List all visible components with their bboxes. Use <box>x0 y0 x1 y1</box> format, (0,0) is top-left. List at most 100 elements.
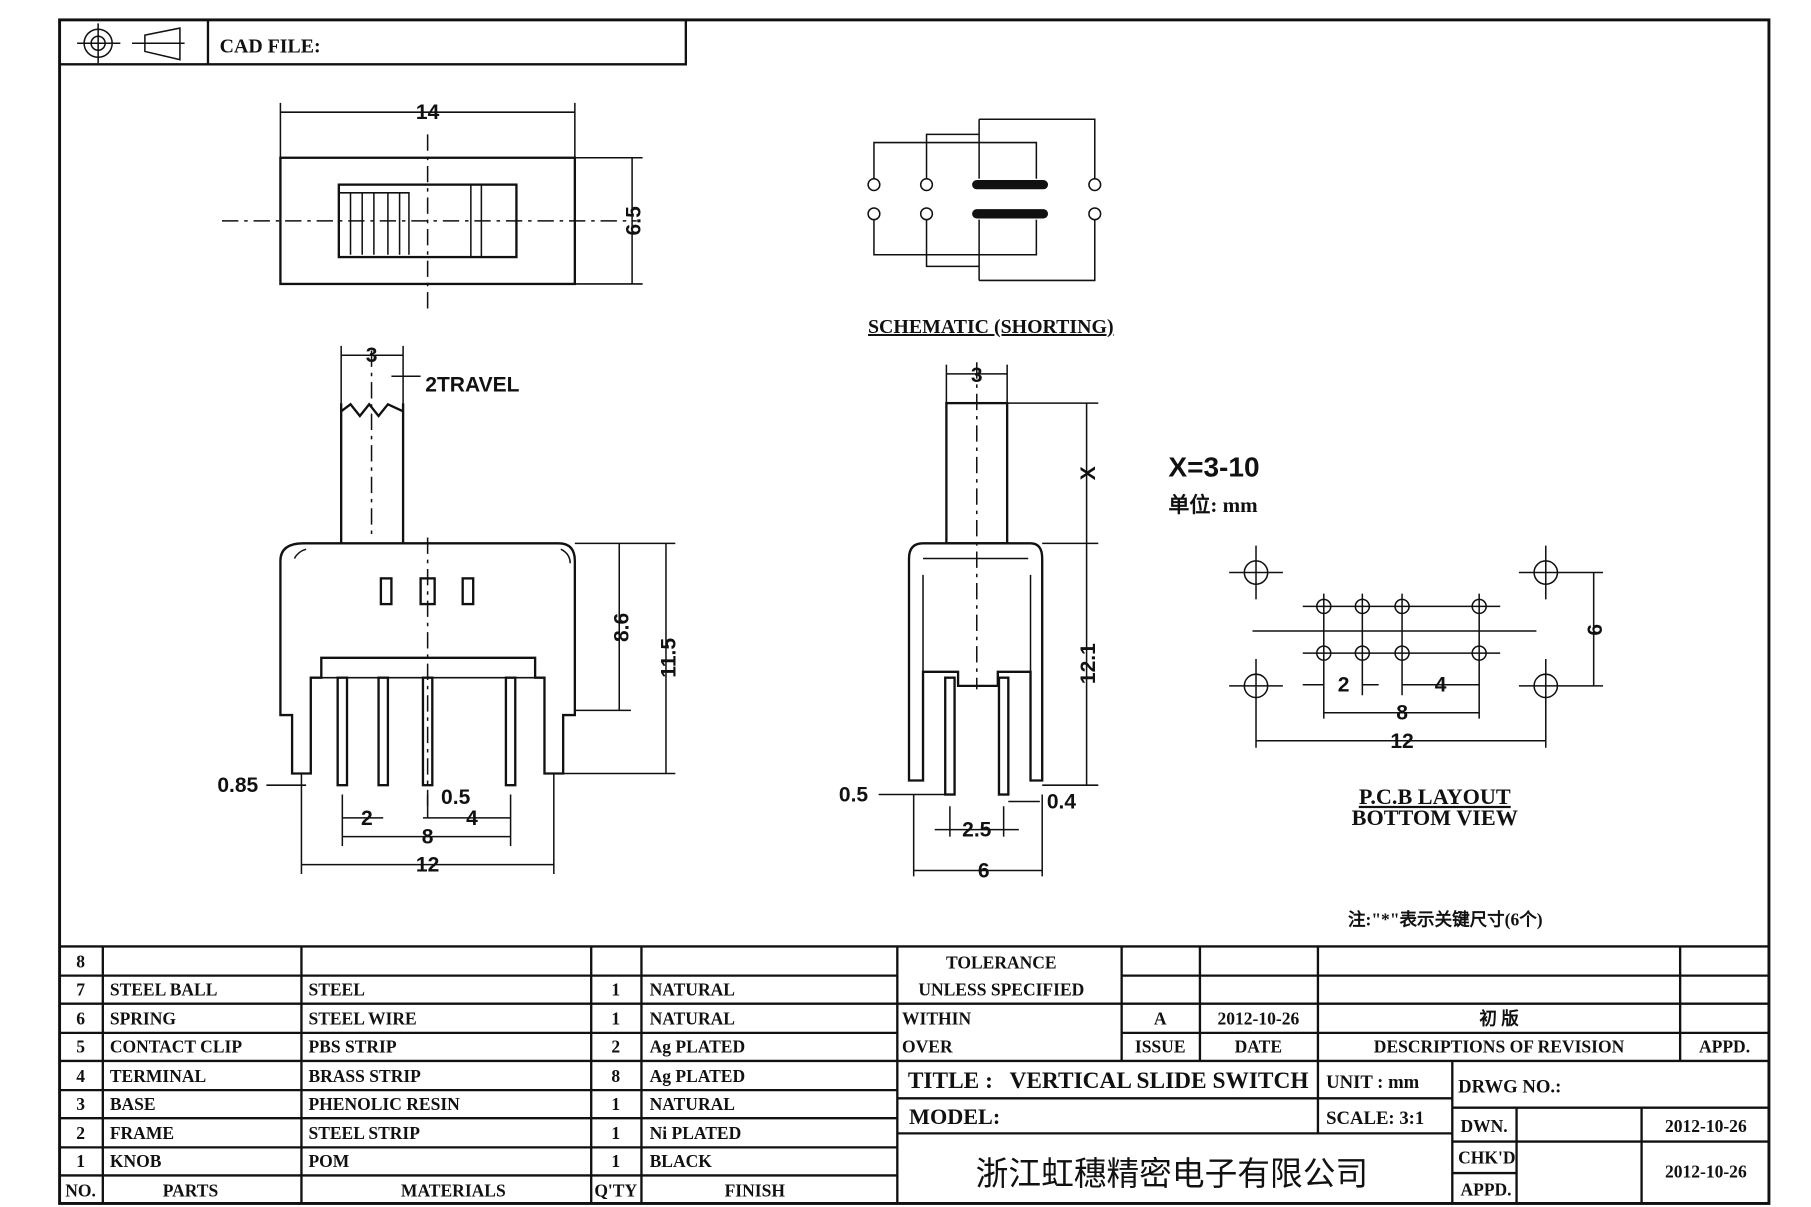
dim-pcb-pitch: 2 <box>1338 674 1350 697</box>
cell-material: STEEL <box>308 979 364 999</box>
cell-qty: 1 <box>611 1094 620 1114</box>
dwn-label: DWN. <box>1460 1116 1507 1136</box>
table-row: 3 BASE PHENOLIC RESIN 1 NATURAL <box>76 1094 735 1114</box>
pcb-layout: 2 4 8 12 6 P.C.B LAYOUT BOTTOM VIEW <box>1229 545 1607 830</box>
cell-part: CONTACT CLIP <box>110 1037 242 1057</box>
company-name: 浙江虹穗精密电子有限公司 <box>976 1155 1368 1193</box>
dim-travel: 2TRAVEL <box>425 373 519 396</box>
model-label: MODEL: <box>909 1104 1000 1129</box>
cell-part: STEEL BALL <box>110 979 218 999</box>
projection-symbol-icon <box>77 23 185 64</box>
cell-part: TERMINAL <box>110 1066 206 1086</box>
cell-no: 4 <box>76 1066 85 1086</box>
dim-pin-width: 0.5 <box>441 786 471 809</box>
header-finish: FINISH <box>725 1180 786 1200</box>
cell-part: BASE <box>110 1094 156 1114</box>
header-date: DATE <box>1235 1037 1282 1057</box>
revision-description: 初 版 <box>1479 1009 1519 1029</box>
cell-part: SPRING <box>110 1009 177 1029</box>
dim-top-width: 14 <box>416 101 440 124</box>
tolerance-over: OVER <box>902 1037 953 1057</box>
chk-date: 2012-10-26 <box>1665 1162 1747 1182</box>
table-row: 1 KNOB POM 1 BLACK <box>76 1151 712 1171</box>
dim-pcb-span: 8 <box>1396 702 1408 725</box>
cell-qty: 8 <box>611 1066 620 1086</box>
dim-body-height: 8.6 <box>611 613 634 642</box>
header-box: CAD FILE: <box>59 19 688 66</box>
tolerance-line1: TOLERANCE <box>946 953 1057 973</box>
header-appd: APPD. <box>1699 1037 1750 1057</box>
table-row: 8 <box>76 951 85 971</box>
dim-end-pin: 0.4 <box>1047 791 1077 814</box>
cell-no: 1 <box>76 1151 85 1171</box>
table-row: 4 TERMINAL BRASS STRIP 8 Ag PLATED <box>76 1066 745 1086</box>
cell-no: 5 <box>76 1037 85 1057</box>
tolerance-within: WITHIN <box>902 1009 971 1029</box>
dim-total-height: 11.5 <box>657 638 680 678</box>
cell-material: STEEL STRIP <box>308 1123 420 1143</box>
side-view: 3 2TRAVEL 8.6 11.5 0.85 2 0.5 4 8 12 <box>217 344 680 876</box>
cad-file-label: CAD FILE: <box>220 36 321 58</box>
dim-leg-width: 0.85 <box>217 774 258 797</box>
cell-finish: NATURAL <box>650 1009 735 1029</box>
dim-x: X <box>1077 466 1100 480</box>
drwg-no-label: DRWG NO.: <box>1458 1076 1561 1097</box>
cell-finish: NATURAL <box>650 979 735 999</box>
chkd-label: CHK'D <box>1458 1148 1515 1168</box>
dwn-date: 2012-10-26 <box>1665 1116 1747 1136</box>
cell-no: 3 <box>76 1094 85 1114</box>
end-view: 3 X 12.1 0.5 0.4 2.5 6 <box>839 362 1100 882</box>
cell-qty: 1 <box>611 1123 620 1143</box>
drawing-frame <box>58 18 1771 1205</box>
dim-end-height: 12.1 <box>1077 643 1100 684</box>
revision-date: 2012-10-26 <box>1217 1009 1299 1029</box>
title-block: TITLE : VERTICAL SLIDE SWITCH UNIT : mm … <box>897 1060 1769 1204</box>
cell-part: FRAME <box>110 1123 174 1143</box>
header-materials: MATERIALS <box>401 1180 506 1200</box>
cell-material: STEEL WIRE <box>308 1009 416 1029</box>
title-label: TITLE : <box>908 1068 993 1094</box>
cell-finish: NATURAL <box>650 1094 735 1114</box>
cell-material: BRASS STRIP <box>308 1066 421 1086</box>
dim-pin-pitch: 2 <box>361 807 373 830</box>
cell-qty: 1 <box>611 979 620 999</box>
title-value: VERTICAL SLIDE SWITCH <box>1009 1068 1308 1094</box>
dim-end-leg: 0.5 <box>839 784 869 807</box>
cell-material: POM <box>308 1151 349 1171</box>
dim-overall-width: 12 <box>416 854 439 877</box>
pcb-label-line1: P.C.B LAYOUT <box>1359 784 1511 809</box>
key-dimension-note: 注:"*"表示关键尺寸(6个) <box>1348 909 1543 929</box>
dim-end-width: 6 <box>978 859 990 882</box>
dim-top-height: 6.5 <box>622 206 645 236</box>
dim-side-stem: 3 <box>366 344 378 367</box>
header-parts: PARTS <box>163 1180 219 1200</box>
cell-finish: Ag PLATED <box>650 1066 746 1086</box>
schematic-shorting: SCHEMATIC (SHORTING) <box>867 118 1114 338</box>
cell-finish: BLACK <box>650 1151 713 1171</box>
cell-material: PBS STRIP <box>308 1037 396 1057</box>
header-description: DESCRIPTIONS OF REVISION <box>1374 1037 1625 1057</box>
cell-no: 8 <box>76 951 85 971</box>
cell-part: KNOB <box>110 1151 162 1171</box>
scale-value: SCALE: 3:1 <box>1326 1108 1424 1129</box>
header-issue: ISSUE <box>1135 1037 1186 1057</box>
dim-pin-span: 8 <box>422 826 434 849</box>
dim-pcb-height: 6 <box>1584 624 1607 636</box>
dim-end-pitch: 2.5 <box>962 819 992 842</box>
cell-finish: Ni PLATED <box>650 1123 742 1143</box>
tolerance-line2: UNLESS SPECIFIED <box>918 979 1084 999</box>
cell-no: 7 <box>76 979 85 999</box>
cell-qty: 1 <box>611 1151 620 1171</box>
table-row: 7 STEEL BALL STEEL 1 NATURAL <box>76 979 735 999</box>
pcb-label-line2: BOTTOM VIEW <box>1352 805 1518 830</box>
revision-issue: A <box>1154 1009 1167 1029</box>
cell-material: PHENOLIC RESIN <box>308 1094 460 1114</box>
dim-pcb-width: 12 <box>1390 730 1413 753</box>
dim-pin-gap: 4 <box>466 807 478 830</box>
cell-qty: 2 <box>611 1037 620 1057</box>
unit-note: 单位: mm <box>1168 493 1258 517</box>
